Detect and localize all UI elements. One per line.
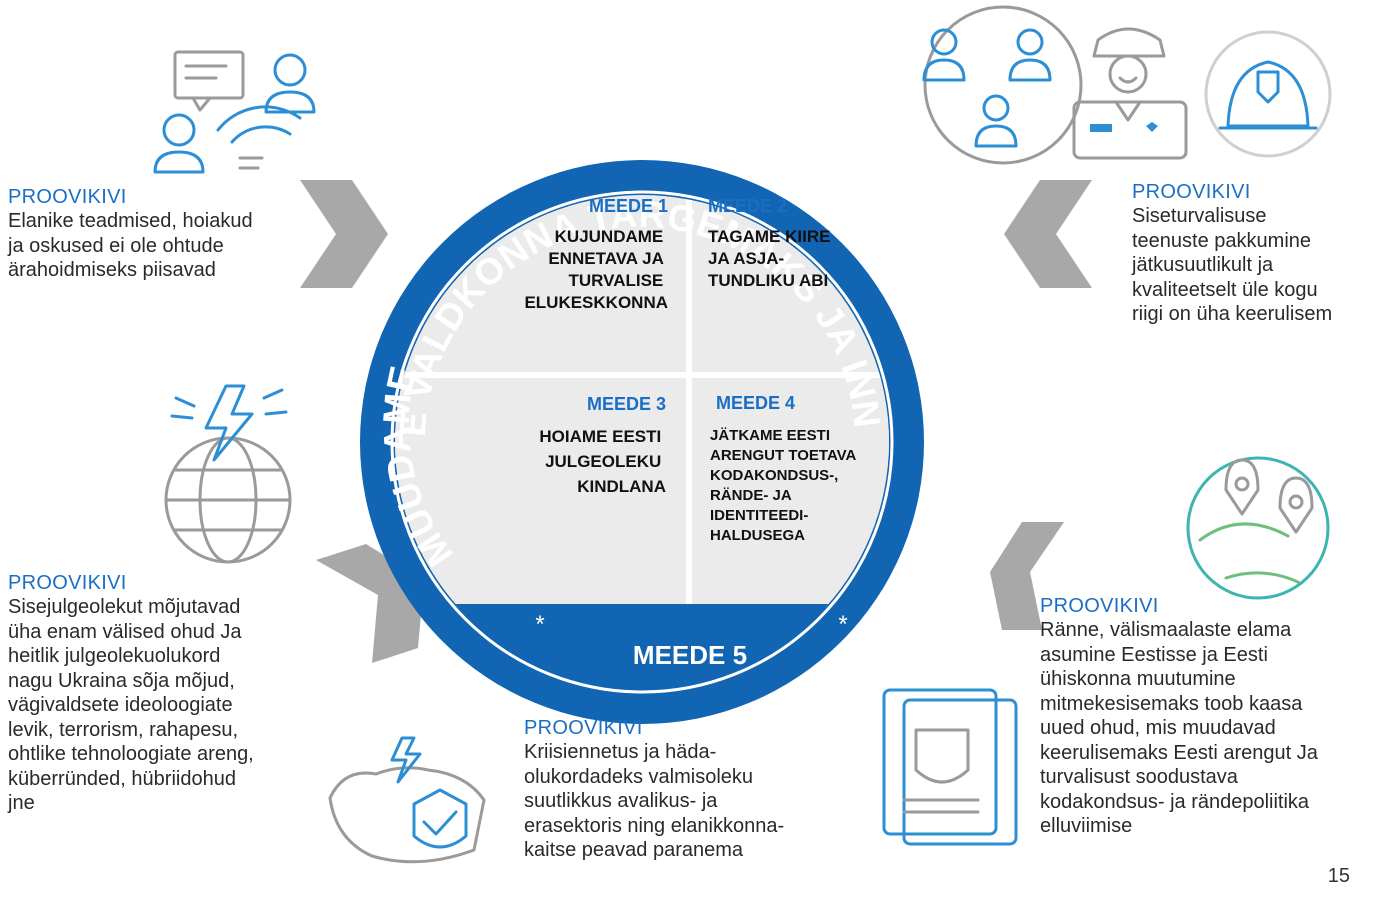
measure-5-label: MEEDE 5 — [633, 640, 747, 670]
quadrant-3 — [395, 378, 686, 608]
network-people-icon — [922, 5, 1083, 165]
measure-2-label: MEEDE 2 — [708, 196, 787, 216]
arrow-top-left — [300, 180, 388, 288]
ring-inner-border — [390, 190, 894, 694]
quadrant-divider-v — [686, 195, 692, 610]
challenge-text: Kriisiennetus ja häda- olukordadeks valm… — [524, 741, 785, 861]
challenge-bottom-right: PROOVIKIVI Ränne, välismaalaste elama as… — [1040, 594, 1385, 839]
estonia-shield-icon — [328, 736, 486, 864]
measure-4-label: MEEDE 4 — [716, 393, 795, 413]
challenge-text: Siseturvalisuse teenuste pakkumine jätku… — [1132, 205, 1333, 325]
quadrant-divider-h — [395, 372, 889, 378]
map-route-icon — [1186, 456, 1330, 600]
measure-1-title: KUJUNDAME ENNETAVA JA TURVALISE ELUKESKK… — [524, 227, 668, 312]
challenge-text: Elanike teadmised, hoiakud ja oskused ei… — [8, 210, 253, 281]
measure-1-label: MEEDE 1 — [589, 196, 668, 216]
star-right: * — [838, 611, 847, 638]
challenge-heading: PROOVIKIVI — [8, 572, 127, 594]
rescue-officer-icon — [1072, 27, 1188, 160]
challenge-heading: PROOVIKIVI — [1132, 181, 1251, 203]
measure-4-title: JÄTKAME EESTI ARENGUT TOETAVA KODAKONDSU… — [710, 427, 860, 544]
challenge-bottom-center: PROOVIKIVI Kriisiennetus ja häda- olukor… — [524, 716, 864, 863]
firefighter-helmet-icon — [1204, 30, 1332, 158]
lightning-globe-icon — [164, 384, 292, 564]
challenge-text: Ränne, välismaalaste elama asumine Eesti… — [1040, 619, 1318, 837]
challenge-mid-left: PROOVIKIVI Sisejulgeolekut mõjutavad üha… — [8, 571, 338, 816]
identity-document-icon — [882, 688, 1018, 846]
challenge-heading: PROOVIKIVI — [1040, 595, 1159, 617]
measure-2-title: TAGAME KIIRE JA ASJA- TUNDLIKU ABI — [708, 227, 835, 290]
arrow-bottom-right — [990, 522, 1064, 630]
chat-people-icon — [153, 50, 316, 174]
measure-3-title: HOIAME EESTI JULGEOLEKU KINDLANA — [539, 427, 666, 496]
arrow-top-right — [1004, 180, 1092, 288]
measure-3-label: MEEDE 3 — [587, 394, 666, 414]
challenge-heading: PROOVIKIVI — [8, 186, 127, 208]
challenge-text: Sisejulgeolekut mõjutavad üha enam välis… — [8, 596, 254, 814]
challenge-top-right: PROOVIKIVI Siseturvalisuse teenuste pakk… — [1132, 180, 1382, 327]
star-left: * — [535, 611, 544, 638]
page-number: 15 — [1327, 865, 1350, 887]
challenge-heading: PROOVIKIVI — [524, 717, 643, 739]
challenge-top-left: PROOVIKIVI Elanike teadmised, hoiakud ja… — [8, 185, 338, 283]
